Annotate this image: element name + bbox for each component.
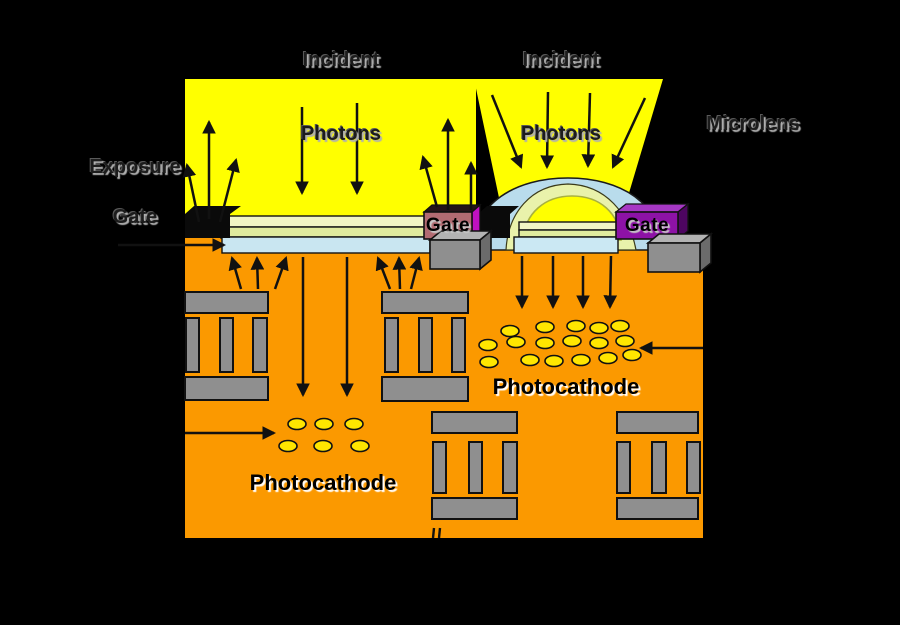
slab-strip-green-dark (518, 229, 619, 238)
photon-arrow-converging (581, 92, 596, 169)
bottom-edge-marks (431, 527, 442, 539)
photoelectron (598, 351, 618, 365)
reflected-arrow-up (218, 158, 240, 223)
reflected-arrow-up (419, 155, 439, 208)
photoelectron (566, 319, 586, 333)
photoelectron (478, 338, 498, 352)
photon-arrow-converging (611, 97, 647, 169)
electrode-bar (651, 441, 667, 494)
slab-strip-blue (513, 236, 619, 254)
incident-photons-label-left: Incident Photons (256, 5, 426, 190)
electrode-bar (451, 317, 466, 373)
electrode-bar (502, 441, 518, 494)
exposure-gate-label: Exposure Gate (60, 130, 210, 255)
photoelectron (278, 439, 298, 453)
layer-strip-green-light (227, 215, 429, 228)
electrode-bar (431, 497, 518, 520)
charge-arrow-up (375, 256, 392, 290)
electrode-bar (381, 376, 469, 402)
arrow-group (118, 91, 703, 440)
electrode-bar (418, 317, 433, 373)
incident-photons-label-right: Incident Photons (476, 5, 646, 190)
exposure-gate-block-left-top (185, 206, 241, 214)
exposure-gate-line2: Gate (112, 206, 158, 228)
charge-arrow-up (250, 255, 265, 290)
photoelectron (589, 336, 609, 350)
photoelectron (562, 334, 582, 348)
slab-strip-green-light (518, 221, 619, 231)
photon-arrow-substrate (603, 255, 618, 310)
incident-photons-right-line1: Incident (522, 49, 600, 71)
gray-box-left (429, 239, 481, 270)
photoelectron (500, 324, 520, 338)
exposure-gate-line1: Exposure (89, 156, 181, 178)
incident-photons-left-line1: Incident (302, 49, 380, 71)
photoelectron (571, 353, 591, 367)
charge-arrow-up (273, 256, 289, 290)
electrode-bar (431, 411, 518, 434)
exposure-gate-block-mid-top (478, 206, 519, 214)
gray-box-right (647, 242, 701, 273)
photoelectron (610, 319, 630, 333)
photoelectron (314, 417, 334, 431)
photoelectron (622, 348, 642, 362)
photoelectron (479, 355, 499, 369)
photoelectrons-right (478, 319, 642, 369)
microlens-label: Microlens (706, 113, 800, 135)
photoelectron (535, 336, 555, 350)
electrode-bar (468, 441, 483, 494)
electrode-bar (185, 317, 200, 373)
gate-box-right-topface (614, 203, 690, 213)
photoelectron (615, 334, 635, 348)
photon-arrow-converging (490, 94, 524, 169)
incident-photons-left-line2: Photons (301, 123, 381, 145)
photoelectrons-left (278, 417, 370, 453)
photoelectron (344, 417, 364, 431)
layer-strip-blue (221, 236, 431, 254)
exposure-gate-block-left (185, 214, 230, 238)
electrode-bar (616, 441, 631, 494)
incident-photons-right-line2: Photons (521, 123, 601, 145)
photoelectron (350, 439, 370, 453)
layer-strip-green-dark (227, 226, 429, 238)
gate-label-left: Gate (425, 215, 471, 236)
photoelectron (535, 320, 555, 334)
electrode-bar (616, 497, 699, 520)
reflected-arrow-up (182, 162, 201, 223)
electrode-bar (184, 376, 269, 401)
photoelectron (287, 417, 307, 431)
electrode-bar (219, 317, 234, 373)
photoelectron (506, 335, 526, 349)
gate-label-right: Gate (624, 215, 670, 236)
photocathode-label-right: Photocathode (492, 374, 640, 399)
charge-arrow-up (228, 256, 243, 290)
photon-arrow-converging (540, 91, 555, 170)
electrode-bar (616, 411, 699, 434)
electrode-bar (184, 291, 269, 314)
electrode-bar (381, 291, 469, 314)
electrode-bar (252, 317, 268, 373)
photoelectron (520, 353, 540, 367)
electrode-bar (432, 441, 447, 494)
photoelectron (313, 439, 333, 453)
charge-arrow-up (392, 255, 407, 290)
photoelectron (544, 354, 564, 368)
photocathode-label-left: Photocathode (249, 470, 397, 495)
photoelectron (589, 321, 609, 335)
charge-arrow-up (409, 256, 423, 290)
electrode-bar (686, 441, 701, 494)
electrode-bar (384, 317, 399, 373)
